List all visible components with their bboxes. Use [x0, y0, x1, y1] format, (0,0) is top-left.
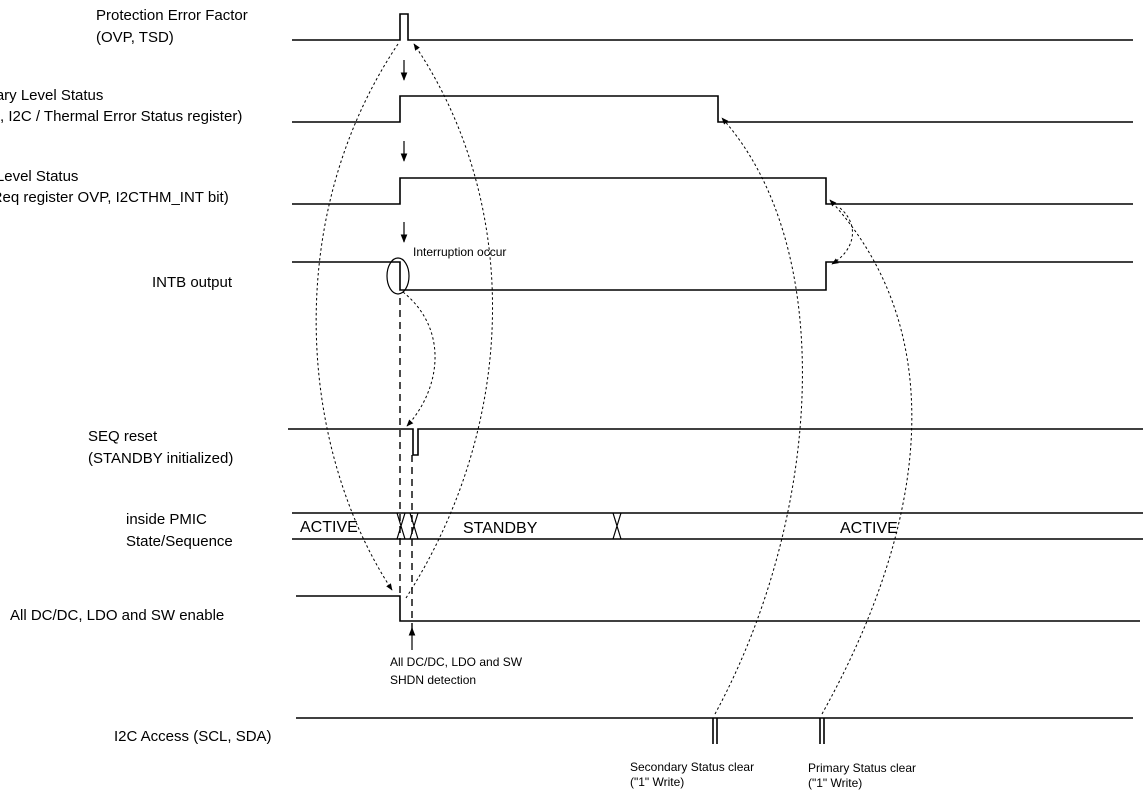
- waveform-seq-reset: [288, 428, 1143, 456]
- label-pmic-state: inside PMIC State/Sequence: [126, 511, 233, 550]
- label-primary-level-status: Primary Level Status (Error Status, I2C …: [0, 87, 242, 125]
- protection-error-title: Protection Error Factor: [96, 7, 248, 24]
- label-intb-output: INTB output: [152, 274, 233, 291]
- label-i2c-access: I2C Access (SCL, SDA): [114, 728, 272, 745]
- state-active-2: ACTIVE: [840, 520, 898, 537]
- label-protection-error-factor: Protection Error Factor (OVP, TSD): [96, 7, 248, 46]
- protection-error-sub: (OVP, TSD): [96, 29, 174, 46]
- waveform-protection-error: [292, 13, 1133, 41]
- state-standby: STANDBY: [463, 520, 538, 537]
- pmic-state-title: inside PMIC: [126, 511, 207, 528]
- causal-curves: [315, 43, 913, 715]
- waveform-primary-status: [292, 95, 1133, 123]
- secondary-status-title: Secondary Level Status: [0, 168, 78, 185]
- state-active-1: ACTIVE: [300, 519, 358, 536]
- seq-reset-sub: (STANDBY initialized): [88, 450, 233, 467]
- interruption-note: Interruption occur: [413, 245, 506, 259]
- label-secondary-level-status: Secondary Level Status (IntReq register …: [0, 168, 229, 206]
- primary-status-sub: (Error Status, I2C / Thermal Error Statu…: [0, 108, 242, 125]
- shdn-note-line2: SHDN detection: [390, 673, 476, 687]
- waveform-intb-output: [292, 261, 1133, 291]
- label-enable: All DC/DC, LDO and SW enable: [10, 607, 224, 624]
- secondary-status-sub: (IntReq register OVP, I2CTHM_INT bit): [0, 189, 229, 206]
- timing-guides: [399, 298, 413, 630]
- secondary-clear-write: ("1" Write): [630, 775, 684, 789]
- label-seq-reset: SEQ reset (STANDBY initialized): [88, 428, 233, 467]
- pmic-state-sub: State/Sequence: [126, 533, 233, 550]
- waveform-i2c-access: [296, 717, 1133, 744]
- waveform-enable: [296, 595, 1140, 622]
- interruption-marker: [386, 257, 410, 295]
- primary-clear-write: ("1" Write): [808, 776, 862, 790]
- waveform-pmic-state: [292, 512, 1143, 540]
- primary-clear-note: Primary Status clear: [808, 761, 916, 775]
- primary-status-title: Primary Level Status: [0, 87, 103, 104]
- secondary-clear-note: Secondary Status clear: [630, 760, 754, 774]
- seq-reset-title: SEQ reset: [88, 428, 158, 445]
- waveform-secondary-status: [292, 177, 1133, 205]
- shdn-note-line1: All DC/DC, LDO and SW: [390, 655, 523, 669]
